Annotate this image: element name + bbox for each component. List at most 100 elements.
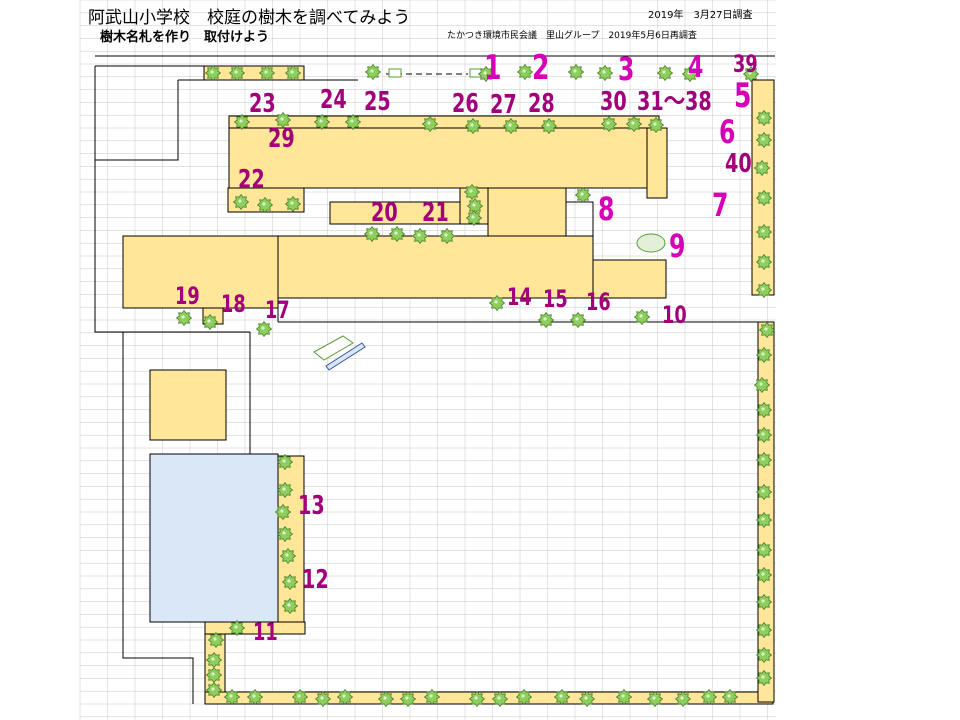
tree-label-5: 5: [734, 76, 752, 116]
tree-icon: [344, 113, 362, 131]
tree-markers: [175, 63, 776, 708]
tree-icon: [567, 63, 585, 81]
tree-icon: [646, 690, 664, 708]
tree-label-30: 30: [600, 87, 627, 117]
school-buildings: [122, 127, 668, 441]
tree-label-24: 24: [320, 85, 347, 115]
tree-label-26: 26: [452, 89, 479, 119]
tree-label-13: 13: [298, 491, 325, 521]
tree-label-28: 28: [528, 89, 555, 119]
tree-icon: [755, 253, 773, 271]
entrance-marks: [386, 68, 483, 78]
tree-icon: [258, 64, 276, 82]
subtitle: 樹木名札を作り 取付けよう: [100, 30, 270, 45]
tree-label-29: 29: [268, 124, 295, 154]
tree-9-ring: [636, 233, 666, 253]
tree-icon: [291, 688, 309, 706]
tree-icon: [363, 225, 381, 243]
tree-icon: [399, 690, 417, 708]
tree-label-9: 9: [669, 227, 686, 265]
tree-label-20: 20: [371, 198, 398, 228]
tree-icon: [411, 227, 429, 245]
tree-label-4: 4: [688, 50, 704, 85]
tree-icon: [276, 453, 294, 471]
tree-label-18: 18: [221, 290, 246, 318]
tree-icon: [540, 117, 558, 135]
tree-icon: [755, 566, 773, 584]
tree-icon: [314, 690, 332, 708]
tree-icon: [502, 117, 520, 135]
swimming-pool: [149, 453, 279, 623]
tree-icon: [491, 690, 509, 708]
tree-icon: [700, 688, 718, 706]
tree-icon: [755, 669, 773, 687]
tree-icon: [742, 65, 760, 83]
tree-icon: [488, 294, 506, 312]
tree-icon: [633, 308, 651, 326]
boundary-lines: [94, 55, 775, 704]
tree-icon: [466, 197, 484, 215]
tree-icon: [388, 225, 406, 243]
tree-icon: [281, 597, 299, 615]
tree-icon: [721, 688, 739, 706]
tree-icon: [755, 621, 773, 639]
tree-icon: [276, 481, 294, 499]
tree-icon: [755, 281, 773, 299]
tree-icon: [753, 159, 771, 177]
tree-icon: [207, 631, 225, 649]
tree-icon: [175, 309, 193, 327]
tree-icon: [596, 64, 614, 82]
tree-icon: [228, 619, 246, 637]
tree-icon: [246, 688, 264, 706]
tree-icon: [681, 65, 699, 83]
tree-label-25: 25: [364, 87, 391, 117]
tree-icon: [279, 547, 297, 565]
tree-label-3: 3: [618, 50, 635, 88]
tree-icon: [755, 426, 773, 444]
tree-icon: [758, 321, 776, 339]
tree-icon: [421, 115, 439, 133]
tree-label-11: 11: [253, 618, 278, 646]
tree-icon: [205, 681, 223, 699]
tree-label-14: 14: [507, 283, 532, 311]
tree-icon: [468, 690, 486, 708]
tree-icon: [656, 64, 674, 82]
tree-icon: [377, 690, 395, 708]
tree-icon: [755, 401, 773, 419]
tree-icon: [755, 541, 773, 559]
tree-label-31-38: 31～38: [637, 87, 712, 117]
tree-icon: [755, 483, 773, 501]
tree-icon: [463, 183, 481, 201]
tree-icon: [201, 313, 219, 331]
tree-icon: [256, 196, 274, 214]
group-credit: たかつき環境市民会議 里山グループ 2019年5月6日再調査: [447, 31, 697, 41]
tree-label-2: 2: [532, 48, 550, 88]
tree-icon: [755, 346, 773, 364]
tree-icon: [600, 115, 618, 133]
tree-label-19: 19: [175, 282, 200, 310]
tree-icon: [755, 131, 773, 149]
tree-icon: [755, 109, 773, 127]
tree-icon: [753, 376, 771, 394]
tree-label-6: 6: [719, 113, 736, 151]
tree-icon: [464, 117, 482, 135]
playground-equipment: [313, 335, 366, 371]
tree-icon: [477, 65, 495, 83]
tree-icon: [276, 525, 294, 543]
tree-label-27: 27: [490, 90, 517, 120]
tree-icon: [625, 115, 643, 133]
tree-icon: [228, 64, 246, 82]
tree-icon: [364, 63, 382, 81]
tree-icon: [755, 511, 773, 529]
tree-icon: [232, 193, 250, 211]
tree-icon: [336, 688, 354, 706]
tree-icon: [205, 651, 223, 669]
tree-icon: [438, 227, 456, 245]
tree-label-16: 16: [586, 288, 611, 316]
tree-icon: [423, 688, 441, 706]
tree-label-22: 22: [238, 165, 265, 195]
tree-icon: [465, 209, 483, 227]
tree-icon: [516, 63, 534, 81]
tree-icon: [233, 113, 251, 131]
tree-label-1: 1: [484, 48, 502, 88]
